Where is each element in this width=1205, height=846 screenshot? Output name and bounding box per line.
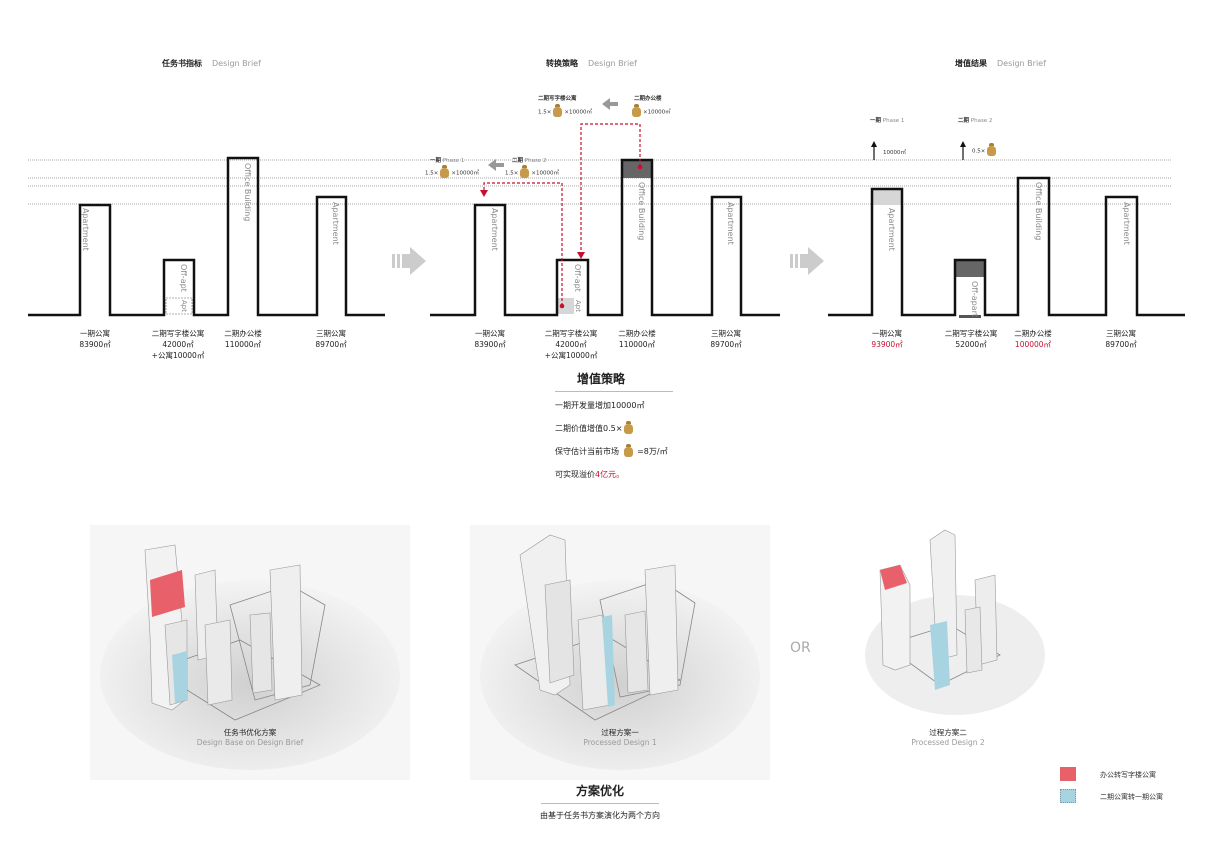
- annot-p1-val: 1.5××10000㎡: [425, 165, 479, 178]
- model-processed-1: [470, 525, 770, 780]
- tag-office: Office Building: [1034, 182, 1043, 241]
- model-processed-2: [855, 525, 1055, 725]
- model-brief: [90, 525, 410, 780]
- flow-arrowhead-1: [480, 190, 488, 197]
- money-bag-icon: [520, 165, 530, 178]
- office-top-shaded: [622, 160, 652, 178]
- legend-swatch-apartment: [1060, 789, 1076, 803]
- annot3-p1-val: 10000㎡: [883, 150, 906, 156]
- annot-right-val: ×10000㎡: [630, 104, 671, 117]
- annot-p1-name: 一期 Phase 1: [430, 158, 465, 164]
- strategy-divider: [555, 391, 673, 392]
- annot-p2-name: 二期 Phase 2: [512, 158, 547, 164]
- left-arrow-top-tail: [610, 102, 618, 106]
- up-arrowhead-2: [960, 141, 966, 147]
- money-bag-icon: [632, 104, 641, 117]
- skyline-strategy: [430, 158, 780, 317]
- money-bag-icon: [623, 443, 633, 457]
- flow-arrow-phase1: [483, 182, 563, 306]
- strategy-block: 增值策略 一期开发量增加10000㎡ 二期价值增值0.5× 保守估计当前市场 =…: [555, 370, 745, 490]
- skyline-brief: [28, 156, 385, 317]
- offapart-top-shaded: [955, 260, 985, 277]
- legend-label-office: 办公转写字楼公寓: [1100, 771, 1156, 779]
- tag-apartment: Apartment: [726, 202, 735, 245]
- strategy-row-4: 可实现溢价4亿元。: [555, 470, 625, 479]
- left-arrow-mid-tail: [496, 163, 504, 167]
- strategy-row-3: 保守估计当前市场 =8万/㎡: [555, 443, 668, 457]
- bottom-subtitle: 由基于任务书方案演化为两个方向: [540, 811, 660, 820]
- money-bag-icon: [624, 420, 634, 434]
- tag-offapt: Off-apt: [573, 264, 582, 292]
- tag-apartment: Apartment: [1122, 202, 1131, 245]
- strategy-row-2: 二期价值增值0.5×: [555, 420, 745, 444]
- strategy-title: 增值策略: [577, 372, 626, 386]
- annot-left-name: 二期写字楼公寓: [538, 96, 577, 102]
- shaft: [959, 315, 981, 318]
- annot-right-name: 二期办公楼: [634, 96, 662, 102]
- annot3-p2-name: 二期 Phase 2: [958, 118, 993, 124]
- tag-offapart: Off-apart: [970, 281, 979, 318]
- tag-office: Office Building: [637, 182, 646, 241]
- annot3-p2-val: 0.5×: [972, 143, 998, 156]
- bottom-title-block: 方案优化 由基于任务书方案演化为两个方向: [480, 782, 720, 821]
- tag-apartment: Apartment: [887, 208, 896, 251]
- tag-offapt: Off-apt: [179, 264, 188, 292]
- or-label: OR: [790, 640, 811, 656]
- apt-part: [165, 297, 193, 315]
- legend-label-apartment: 二期公寓转一期公寓: [1100, 793, 1163, 801]
- elevation-diagram: [28, 98, 1185, 318]
- tag-apt: Apt: [180, 300, 188, 312]
- apt-top-shaded: [872, 189, 902, 205]
- left-arrow-mid: [488, 159, 496, 171]
- bottom-title: 方案优化: [575, 784, 624, 798]
- strategy-row-1: 一期开发量增加10000㎡: [555, 401, 645, 410]
- money-bag-icon: [987, 143, 997, 156]
- tag-apartment: Apartment: [490, 208, 499, 251]
- annot3-p1-name: 一期 Phase 1: [870, 118, 905, 124]
- bottom-divider: [541, 803, 659, 804]
- tag-apt: Apt: [574, 300, 582, 312]
- tag-office: Office Building: [243, 163, 252, 222]
- offapt-shaded: [558, 298, 574, 314]
- arrow-right-icon: [392, 247, 426, 275]
- left-arrow-top: [602, 98, 610, 110]
- money-bag-icon: [553, 104, 563, 117]
- tag-apartment: Apartment: [81, 208, 90, 251]
- money-bag-icon: [440, 165, 450, 178]
- flow-arrow-office: [580, 123, 641, 255]
- tag-apartment: Apartment: [331, 202, 340, 245]
- annot-left-val: 1.5××10000㎡: [538, 104, 592, 117]
- arrow-right-icon: [790, 247, 824, 275]
- flow-arrowhead-2: [577, 252, 585, 259]
- annot-p2-val: 1.5××10000㎡: [505, 165, 559, 178]
- up-arrowhead-1: [871, 141, 877, 147]
- skyline-result: [828, 176, 1185, 317]
- legend-swatch-office: [1060, 767, 1076, 781]
